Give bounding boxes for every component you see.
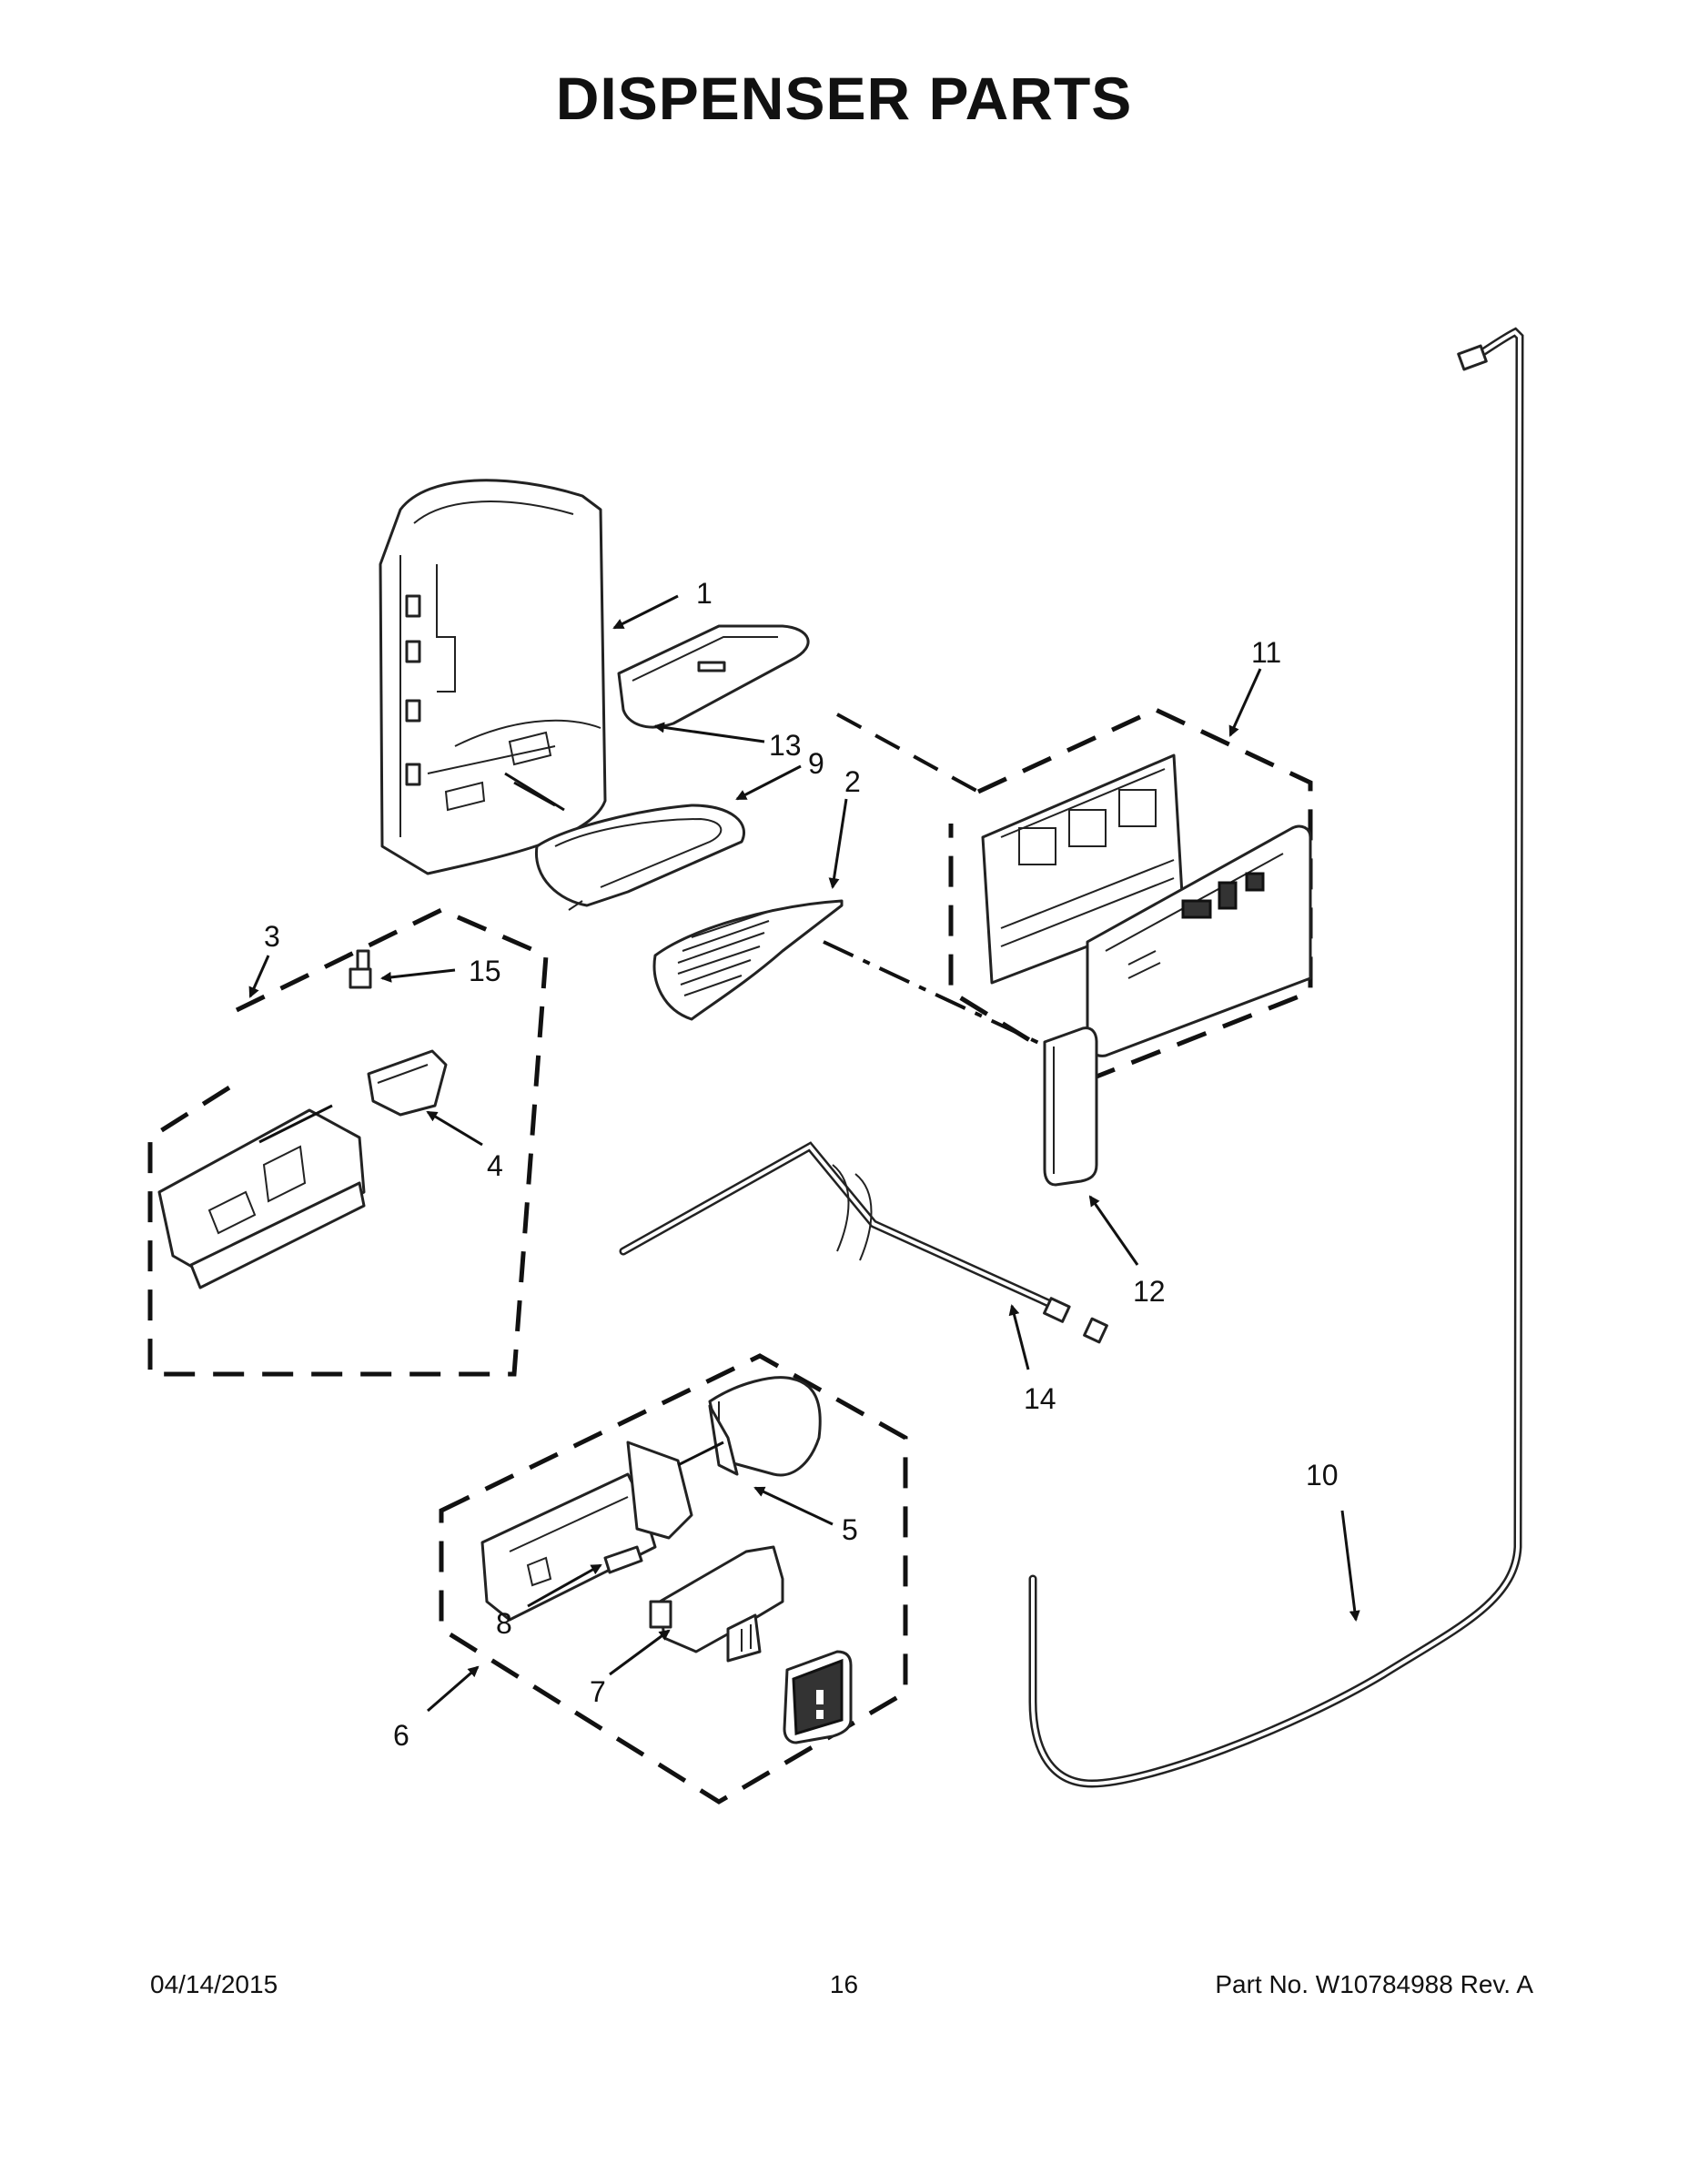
part-14-fill-tube [619, 1141, 1108, 1344]
footer-page-number: 16 [829, 1970, 859, 1998]
part-10-water-tube [1028, 327, 1524, 1788]
callout-15: 15 [469, 955, 501, 987]
part-13-tray [617, 624, 810, 729]
leader-8 [527, 1563, 602, 1608]
callout-3: 3 [264, 920, 280, 953]
leader-3 [248, 955, 270, 998]
footer-part-number: Part No. W10784988 Rev. A [1215, 1970, 1533, 1998]
leader-5 [753, 1486, 834, 1526]
part-12-button-pad [1043, 1026, 1098, 1187]
leader-6 [427, 1665, 480, 1713]
callout-10: 10 [1306, 1459, 1339, 1491]
part-6-motor-assembly [439, 1353, 908, 1805]
callout-8: 8 [496, 1607, 512, 1640]
callout-5: 5 [842, 1513, 858, 1546]
part-1-dispenser-housing [379, 479, 607, 875]
callout-11: 11 [1251, 636, 1281, 669]
callout-4: 4 [487, 1149, 503, 1182]
leader-11 [1228, 668, 1262, 737]
leader-10 [1340, 1510, 1360, 1622]
callout-13: 13 [769, 729, 802, 762]
callout-2: 2 [844, 765, 861, 798]
part-2-drip-tray [652, 899, 844, 1021]
part-3-actuator-assembly [147, 907, 549, 1377]
leader-4 [426, 1110, 483, 1147]
connector-line-9 [504, 772, 565, 812]
leader-9 [735, 764, 802, 801]
leader-12 [1088, 1195, 1139, 1266]
callout-14: 14 [1024, 1382, 1056, 1415]
part-11-control-panel-assembly [948, 707, 1313, 1081]
leader-13 [653, 722, 765, 743]
connector-line-12 [823, 940, 1047, 1048]
leader-15 [380, 968, 456, 983]
callout-1: 1 [696, 577, 713, 610]
leader-1 [612, 594, 679, 630]
callout-12: 12 [1133, 1275, 1166, 1308]
page-title: DISPENSER PARTS [555, 65, 1133, 132]
connector-line-11 [836, 713, 979, 794]
callout-7: 7 [590, 1675, 606, 1708]
leader-14 [1008, 1304, 1030, 1370]
part-9-grille-frame [534, 804, 745, 911]
callout-6: 6 [393, 1719, 409, 1752]
callout-9: 9 [808, 747, 824, 780]
leader-7 [609, 1629, 671, 1676]
leader-2 [828, 798, 848, 889]
footer-date: 04/14/2015 [150, 1970, 278, 1998]
